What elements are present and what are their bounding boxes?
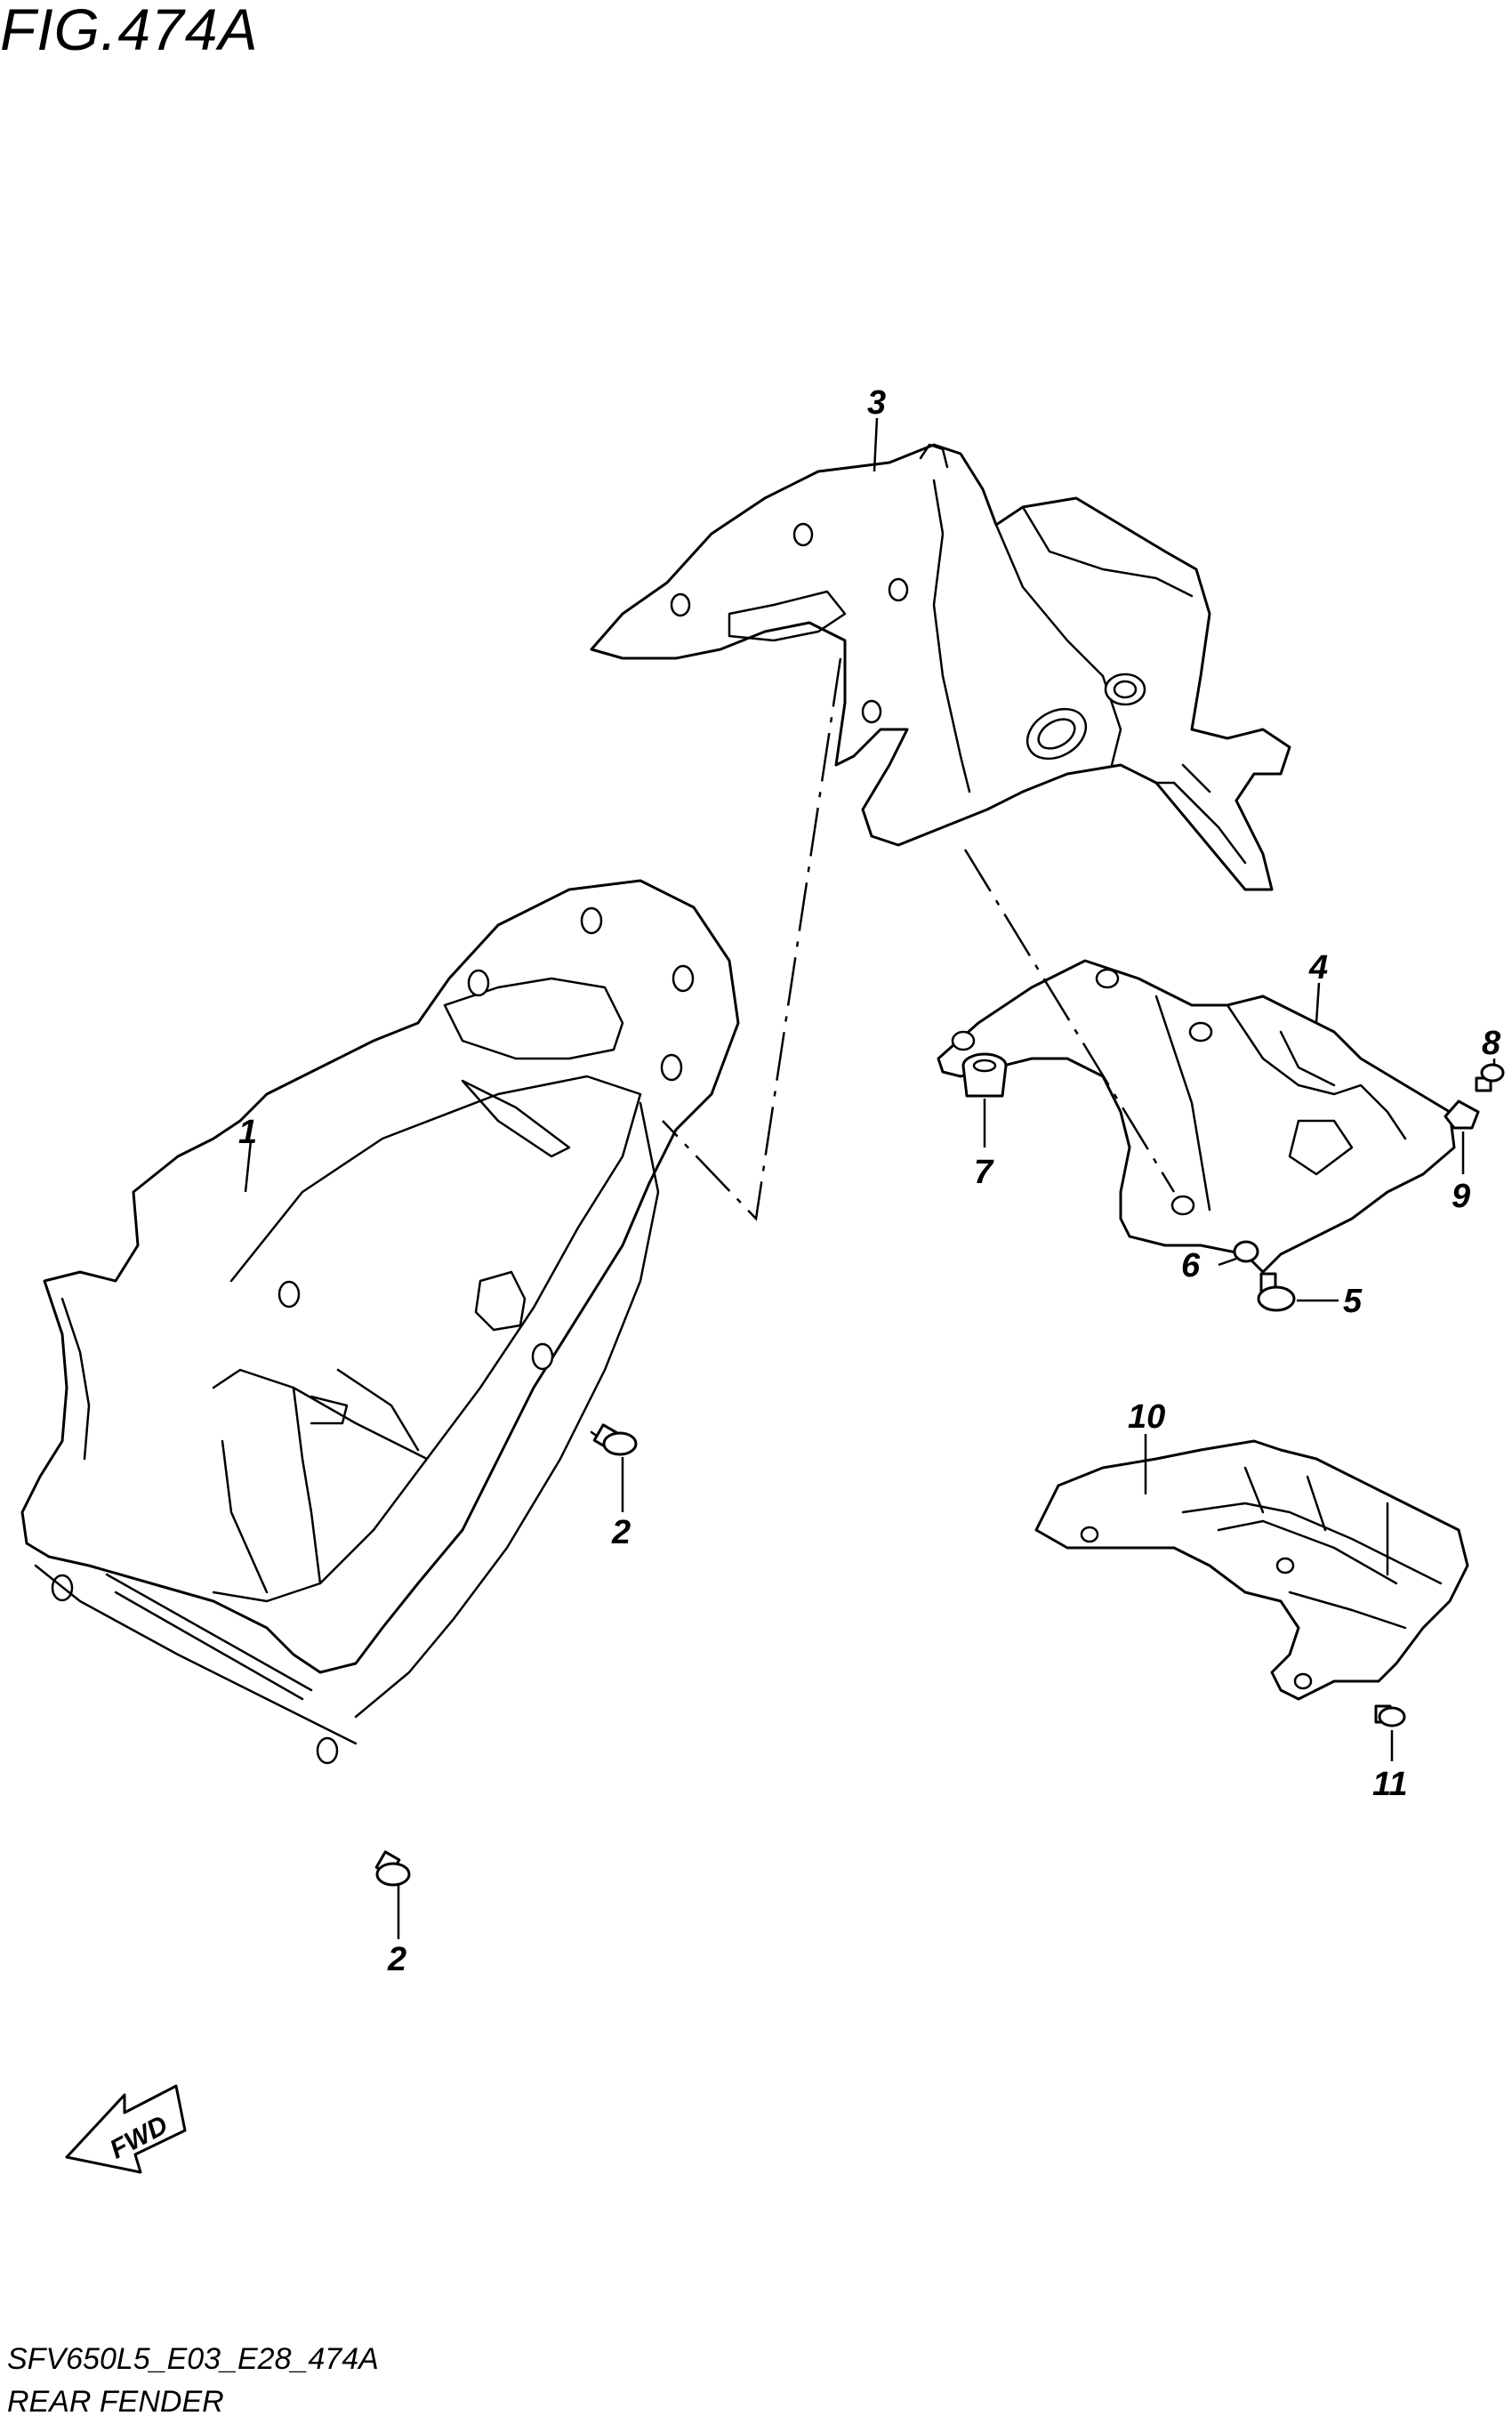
callout-3: 3 (867, 384, 886, 422)
assembly-line-3-to-4 (963, 849, 1176, 1193)
callout-10: 10 (1128, 1398, 1165, 1436)
callout-6: 6 (1181, 1247, 1201, 1284)
part-10-lower-bracket[interactable] (1034, 1439, 1469, 1701)
callout-9: 9 (1452, 1178, 1470, 1215)
figure-name: REAR FENDER (7, 2385, 224, 2419)
leader-1 (244, 1140, 253, 1193)
part-8-screw[interactable] (1475, 1063, 1505, 1092)
part-5-bolt[interactable] (1257, 1272, 1296, 1312)
part-7-grommet[interactable] (961, 1052, 1008, 1098)
callout-8: 8 (1482, 1025, 1501, 1062)
callout-1: 1 (238, 1114, 257, 1151)
part-2-screw-upper[interactable] (590, 1423, 638, 1456)
figure-code: SFV650L5_E03_E28_474A (7, 2342, 379, 2376)
part-9-clip-nut[interactable] (1444, 1099, 1480, 1130)
part-4-bracket[interactable] (937, 959, 1456, 1274)
part-2-screw-lower[interactable] (374, 1850, 411, 1887)
callout-2-lower: 2 (387, 1941, 406, 1978)
leader-3 (873, 417, 879, 472)
leader-6 (1218, 1257, 1237, 1267)
callout-7: 7 (974, 1154, 994, 1191)
figure-title: FIG.474A (0, 0, 259, 62)
callout-2-upper: 2 (611, 1514, 631, 1551)
part-11-screw[interactable] (1374, 1704, 1406, 1727)
leader-4 (1315, 982, 1321, 1024)
callout-11: 11 (1372, 1766, 1407, 1803)
callout-4: 4 (1308, 949, 1328, 987)
part-6-nut[interactable] (1233, 1240, 1259, 1263)
fwd-arrow-icon: FWD (65, 2084, 187, 2174)
assembly-line-3-to-1 (662, 657, 842, 1221)
callout-5: 5 (1343, 1283, 1363, 1320)
part-3-tail-fender-cover[interactable] (590, 443, 1291, 891)
part-1-rear-fender[interactable] (20, 879, 740, 1765)
